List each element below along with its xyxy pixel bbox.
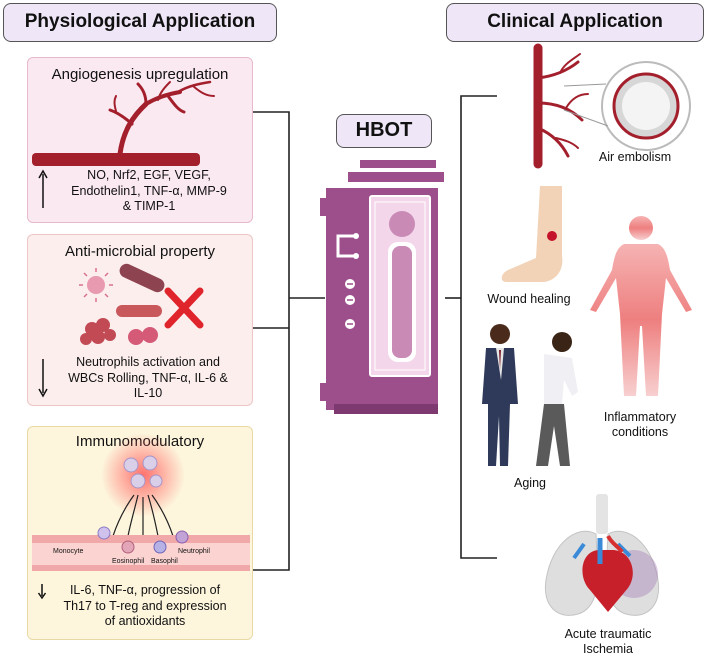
antimicrobial-panel: Anti-microbial property [27, 234, 253, 406]
bacillus-icon [119, 263, 165, 293]
angiogenesis-panel: Angiogenesis upregulation NO, Nrf2, EGF,… [27, 57, 253, 223]
immunomodulatory-line-1: IL-6, TNF-α, progression of [69, 583, 221, 597]
down-arrow-icon [37, 584, 47, 600]
acute-ischemia-label: Acute traumatic Ischemia [548, 627, 668, 657]
angiogenesis-line-2: Endothelin1, TNF-α, MMP-9 [71, 183, 227, 198]
up-arrow-icon [38, 169, 48, 208]
air-embolism-label: Air embolism [598, 150, 672, 164]
eosinophil-label: Eosinophil [112, 558, 145, 565]
antimicrobial-line-2: WBCs Rolling, TNF-α, IL-6 & [68, 370, 228, 385]
physiological-application-title: Physiological Application [3, 3, 277, 42]
aging-label: Aging [514, 476, 546, 490]
inflammatory-line-2: conditions [611, 425, 669, 439]
red-x-icon [164, 287, 204, 329]
immunomodulatory-line-3: of antioxidants [104, 614, 186, 628]
ischemia-line-2: Ischemia [582, 642, 634, 656]
blood-vessel-illustration [32, 80, 215, 166]
immune-cells-illustration [32, 433, 250, 571]
clinical-application-title: Clinical Application [446, 3, 704, 42]
down-arrow-icon [38, 359, 48, 398]
inflammatory-line-1: Inflammatory [603, 410, 677, 424]
air-embolism-illustration [533, 43, 691, 169]
leg-wound-illustration [501, 186, 563, 282]
antimicrobial-markers: Neutrophils activation and WBCs Rolling,… [48, 355, 248, 402]
angiogenesis-line-1: NO, Nrf2, EGF, VEGF, [87, 168, 211, 182]
monocyte-label: Monocyte [53, 548, 84, 555]
neutrophil-label: Neutrophil [178, 548, 210, 555]
antimicrobial-title: Anti-microbial property [64, 243, 216, 260]
antimicrobial-line-1: Neutrophils activation and [76, 355, 220, 369]
ischemia-line-1: Acute traumatic [564, 627, 652, 641]
aging-people-illustration [482, 324, 578, 466]
angiogenesis-line-3: & TIMP-1 [122, 199, 176, 213]
inflammatory-conditions-label: Inflammatory conditions [590, 410, 690, 440]
basophil-label: Basophil [151, 558, 178, 565]
lungs-heart-illustration [544, 494, 660, 616]
virus-icon [79, 268, 113, 302]
angiogenesis-markers: NO, Nrf2, EGF, VEGF, Endothelin1, TNF-α,… [50, 168, 248, 215]
diplococcus-icon [128, 327, 158, 345]
hbot-title: HBOT [336, 114, 432, 148]
microbes-illustration [79, 263, 204, 345]
wound-healing-label: Wound healing [487, 292, 571, 306]
immunomodulatory-markers: IL-6, TNF-α, progression of Th17 to T-re… [42, 583, 248, 630]
immunomodulatory-panel: Immunomodulatory Monocyte [27, 426, 253, 640]
angiogenesis-title: Angiogenesis upregulation [51, 66, 229, 83]
rod-bacteria-icon [116, 305, 162, 317]
inflamed-body-illustration [590, 216, 692, 396]
hyperbaric-chamber-illustration [320, 160, 444, 414]
coccus-cluster-icon [80, 318, 116, 345]
immunomodulatory-line-2: Th17 to T-reg and expression [63, 598, 227, 613]
antimicrobial-line-3: IL-10 [133, 386, 163, 400]
